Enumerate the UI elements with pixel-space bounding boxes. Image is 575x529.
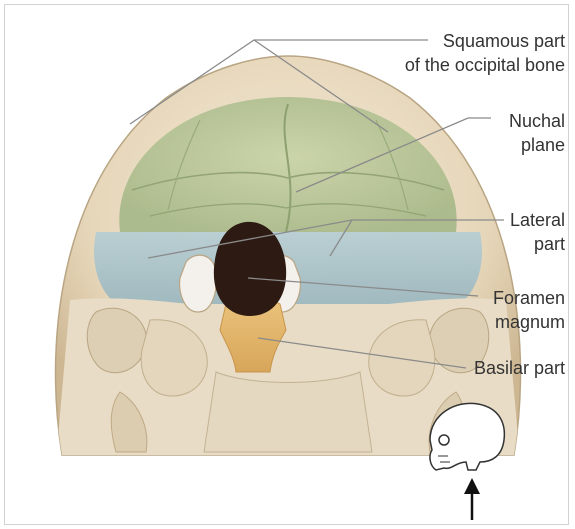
label-nuchal-plane: Nuchal plane	[509, 109, 565, 157]
up-arrow-icon	[464, 478, 480, 520]
palate-region	[204, 372, 372, 452]
label-lateral-part: Lateral part	[510, 208, 565, 256]
label-squamous-line1: Squamous part	[405, 29, 565, 53]
mastoid-left	[87, 308, 146, 373]
label-foramen-line1: Foramen	[493, 286, 565, 310]
occipital-condyle-left	[180, 255, 217, 312]
label-squamous-line2: of the occipital bone	[405, 53, 565, 77]
label-squamous-part: Squamous part of the occipital bone	[405, 29, 565, 77]
label-foramen-line2: magnum	[493, 310, 565, 334]
label-lateral-line1: Lateral	[510, 208, 565, 232]
label-lateral-line2: part	[510, 232, 565, 256]
label-basilar-line1: Basilar part	[474, 356, 565, 380]
label-basilar-part: Basilar part	[474, 356, 565, 380]
label-foramen-magnum: Foramen magnum	[493, 286, 565, 334]
label-nuchal-line2: plane	[509, 133, 565, 157]
label-nuchal-line1: Nuchal	[509, 109, 565, 133]
